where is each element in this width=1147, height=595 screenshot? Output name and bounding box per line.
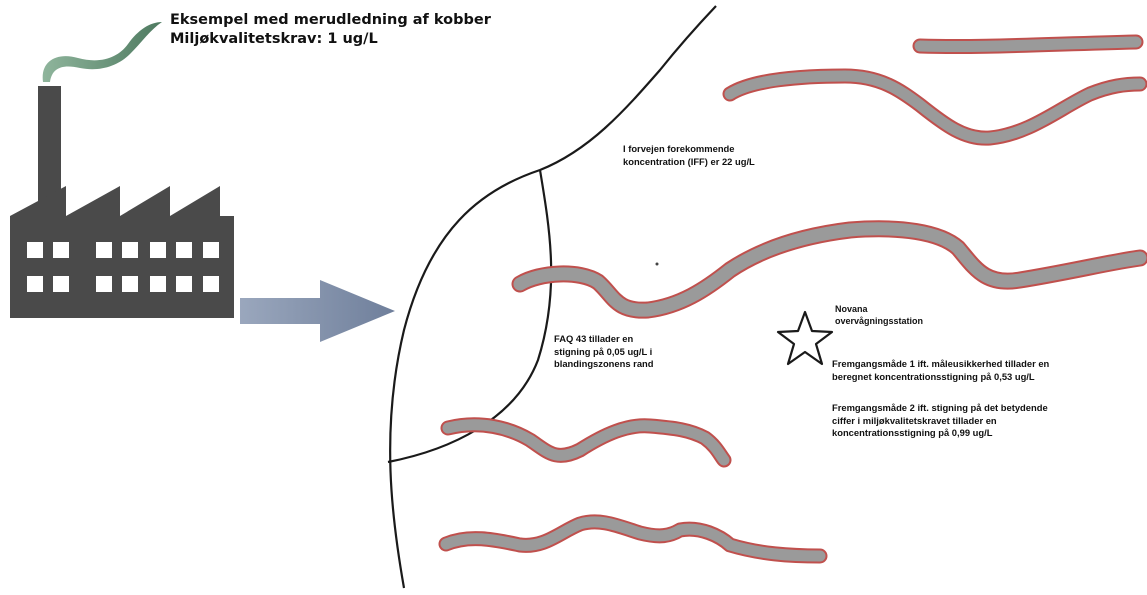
station-line-2: overvågningsstation (835, 315, 923, 327)
plume-bottom (446, 522, 820, 556)
method-1-line-1: Fremgangsmåde 1 ift. måleusikkerhed till… (832, 358, 1049, 371)
station-label: Novana overvågningsstation (835, 303, 923, 327)
iff-line-1: I forvejen forekommende (623, 143, 755, 156)
title-block: Eksempel med merudledning af kobber Milj… (170, 11, 491, 49)
factory-icon (10, 86, 234, 318)
faq-label: FAQ 43 tillader en stigning på 0,05 ug/L… (554, 333, 654, 371)
station-line-1: Novana (835, 303, 923, 315)
coastline (388, 6, 716, 588)
title-line-1: Eksempel med merudledning af kobber (170, 11, 491, 30)
faq-line-1: FAQ 43 tillader en (554, 333, 654, 346)
plume-top-right (920, 42, 1136, 47)
marker-dot (656, 263, 659, 266)
iff-label: I forvejen forekommende koncentration (I… (623, 143, 755, 168)
plume-upper (730, 76, 1140, 138)
method-2-line-2: ciffer i miljøkvalitetskravet tillader e… (832, 415, 1048, 428)
method-2-label: Fremgangsmåde 2 ift. stigning på det bet… (832, 402, 1048, 440)
iff-line-2: koncentration (IFF) er 22 ug/L (623, 156, 755, 169)
faq-line-2: stigning på 0,05 ug/L i (554, 346, 654, 359)
method-2-line-1: Fremgangsmåde 2 ift. stigning på det bet… (832, 402, 1048, 415)
faq-line-3: blandingszonens rand (554, 358, 654, 371)
smoke-icon (43, 22, 162, 82)
title-line-2: Miljøkvalitetskrav: 1 ug/L (170, 30, 491, 49)
plume-middle (520, 229, 1140, 310)
plume-lower (448, 425, 724, 460)
arrow-icon (240, 280, 395, 342)
method-1-label: Fremgangsmåde 1 ift. måleusikkerhed till… (832, 358, 1049, 383)
method-1-line-2: beregnet koncentrationsstigning på 0,53 … (832, 371, 1049, 384)
method-2-line-3: koncentrationsstigning på 0,99 ug/L (832, 427, 1048, 440)
star-icon (778, 312, 832, 364)
